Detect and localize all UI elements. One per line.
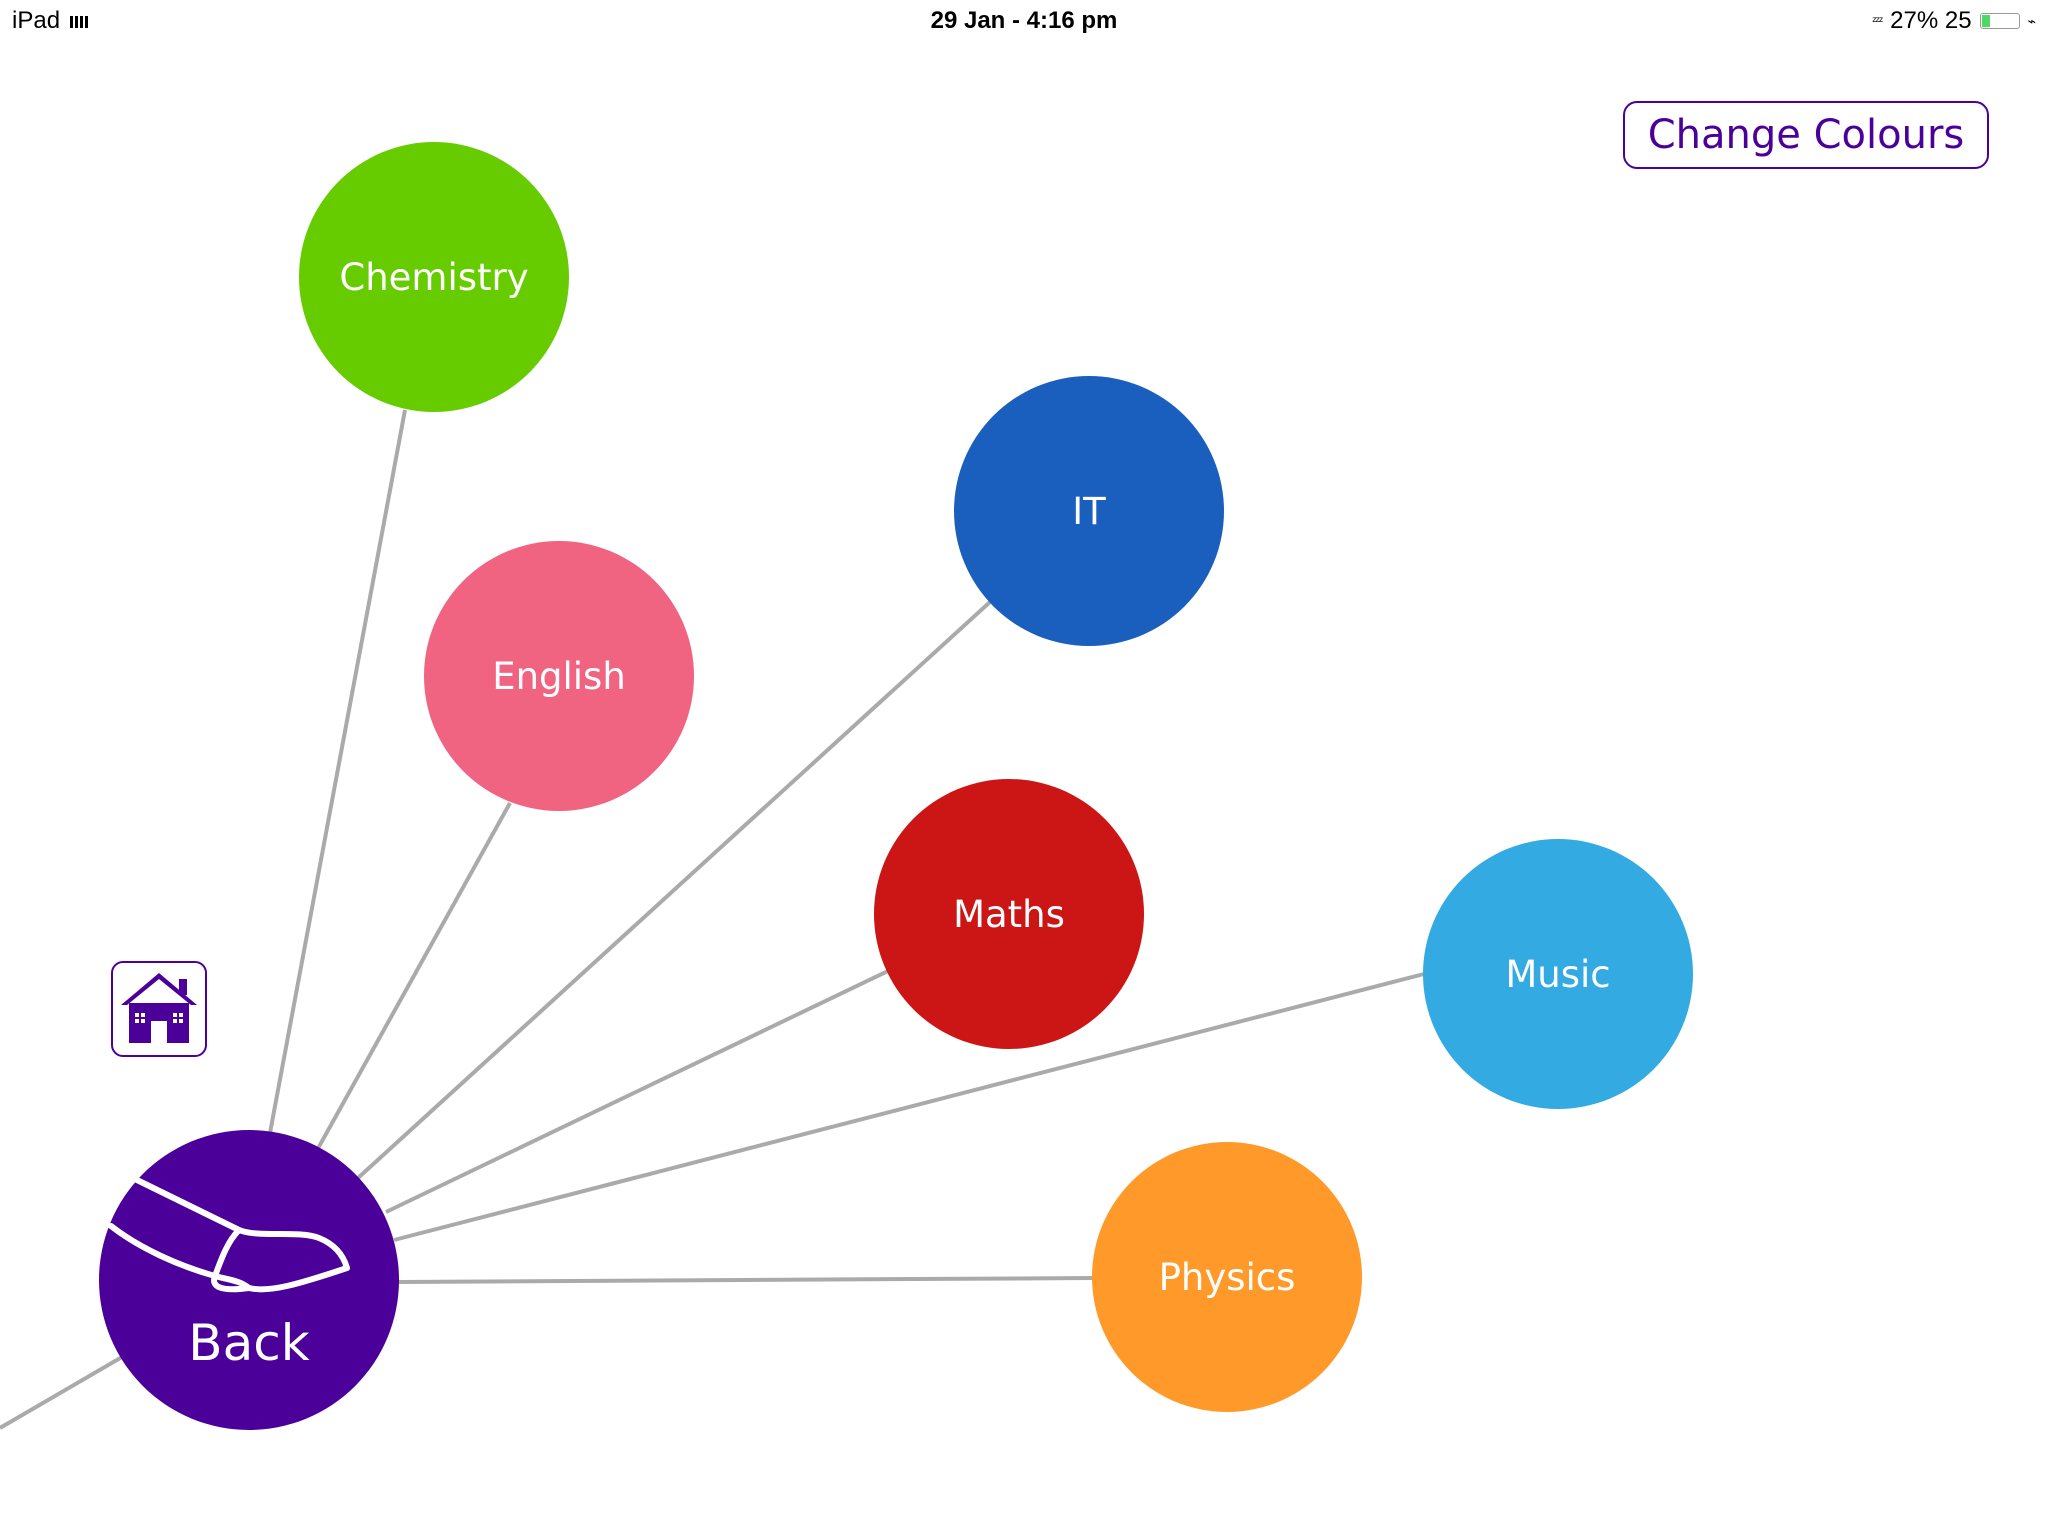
back-button[interactable]: Back: [99, 1130, 399, 1430]
finger-icon: [108, 1177, 350, 1293]
change-colours-button[interactable]: Change Colours: [1623, 101, 1989, 169]
subject-label: IT: [1072, 489, 1106, 533]
connector-physics: [397, 1276, 1095, 1284]
device-label: iPad: [12, 7, 61, 34]
subject-music[interactable]: Music: [1423, 839, 1693, 1109]
home-button[interactable]: [111, 961, 207, 1057]
status-left: iPad: [12, 7, 89, 35]
connector-maths: [385, 968, 891, 1214]
subject-label: Physics: [1158, 1255, 1296, 1299]
subject-label: Music: [1505, 952, 1611, 996]
status-right: ᶻᶻᶻ 27% 25 ⌁: [1872, 7, 2036, 35]
status-datetime: 29 Jan - 4:16 pm: [930, 7, 1118, 34]
connector-music: [393, 972, 1425, 1242]
battery-label: 27% 25: [1890, 7, 1972, 34]
subject-label: Chemistry: [339, 255, 529, 299]
home-icon: [121, 973, 197, 1043]
signal-icon: [70, 14, 89, 28]
subject-it[interactable]: IT: [954, 376, 1224, 646]
status-bar: iPad 29 Jan - 4:16 pm ᶻᶻᶻ 27% 25 ⌁: [0, 0, 2048, 40]
sleep-icon: ᶻᶻᶻ: [1872, 14, 1883, 28]
subject-label: Maths: [953, 892, 1065, 936]
connector-offscreen: [0, 1355, 124, 1430]
connector-chemistry: [268, 409, 407, 1134]
subject-maths[interactable]: Maths: [874, 779, 1144, 1049]
charging-icon: ⌁: [2027, 12, 2036, 29]
back-label: Back: [188, 1314, 310, 1372]
connector-it: [356, 600, 992, 1180]
subject-chemistry[interactable]: Chemistry: [299, 142, 569, 412]
subject-physics[interactable]: Physics: [1092, 1142, 1362, 1412]
subject-label: English: [492, 654, 626, 698]
battery-icon: [1979, 13, 2020, 29]
subject-english[interactable]: English: [424, 541, 694, 811]
connector-english: [314, 802, 512, 1153]
